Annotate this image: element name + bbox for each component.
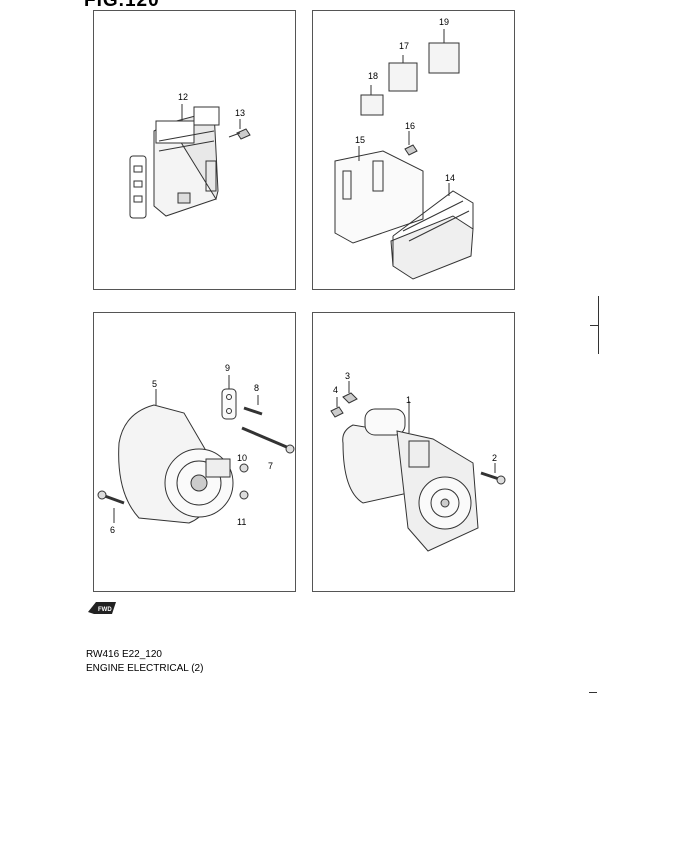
callout-13: 13: [235, 108, 245, 118]
callout-10: 10: [237, 453, 247, 463]
figure-title: FIG.120: [84, 0, 160, 11]
callout-7: 7: [268, 461, 273, 471]
panel-starter: 3 4 1 2: [312, 312, 515, 592]
edge-tick-footer: [589, 692, 597, 693]
callout-19: 19: [439, 17, 449, 27]
panel-relays: 19 17 18 16 15 14: [312, 10, 515, 290]
callout-3: 3: [345, 371, 350, 381]
starter-drawing: 3 4 1 2: [330, 371, 506, 552]
callout-16: 16: [405, 121, 415, 131]
callout-15: 15: [355, 135, 365, 145]
edge-tick-horizontal: [590, 325, 598, 326]
fwd-arrow-icon: FWD: [88, 602, 116, 614]
callout-1: 1: [406, 395, 411, 405]
panel-ecu: 12 13: [93, 10, 296, 290]
section-title: ENGINE ELECTRICAL (2): [86, 663, 204, 674]
ecu-drawing: 12 13: [129, 92, 251, 219]
callout-8: 8: [254, 383, 259, 393]
callout-2: 2: [492, 453, 497, 463]
callout-9: 9: [225, 363, 230, 373]
callout-18: 18: [368, 71, 378, 81]
callout-17: 17: [399, 41, 409, 51]
callout-6: 6: [110, 525, 115, 535]
fwd-badge-text: FWD: [98, 607, 112, 613]
edge-tick-vertical: [598, 296, 599, 354]
callout-4: 4: [333, 385, 338, 395]
callout-12: 12: [178, 92, 188, 102]
callout-14: 14: [445, 173, 455, 183]
panel-alternator: 9 5 8 7 10 11 6: [93, 312, 296, 592]
relays-drawing: 19 17 18 16 15 14: [334, 17, 474, 280]
callout-5: 5: [152, 379, 157, 389]
alternator-drawing: 9 5 8 7 10 11 6: [97, 363, 295, 535]
model-code: RW416 E22_120: [86, 649, 162, 660]
callout-11: 11: [237, 517, 246, 527]
